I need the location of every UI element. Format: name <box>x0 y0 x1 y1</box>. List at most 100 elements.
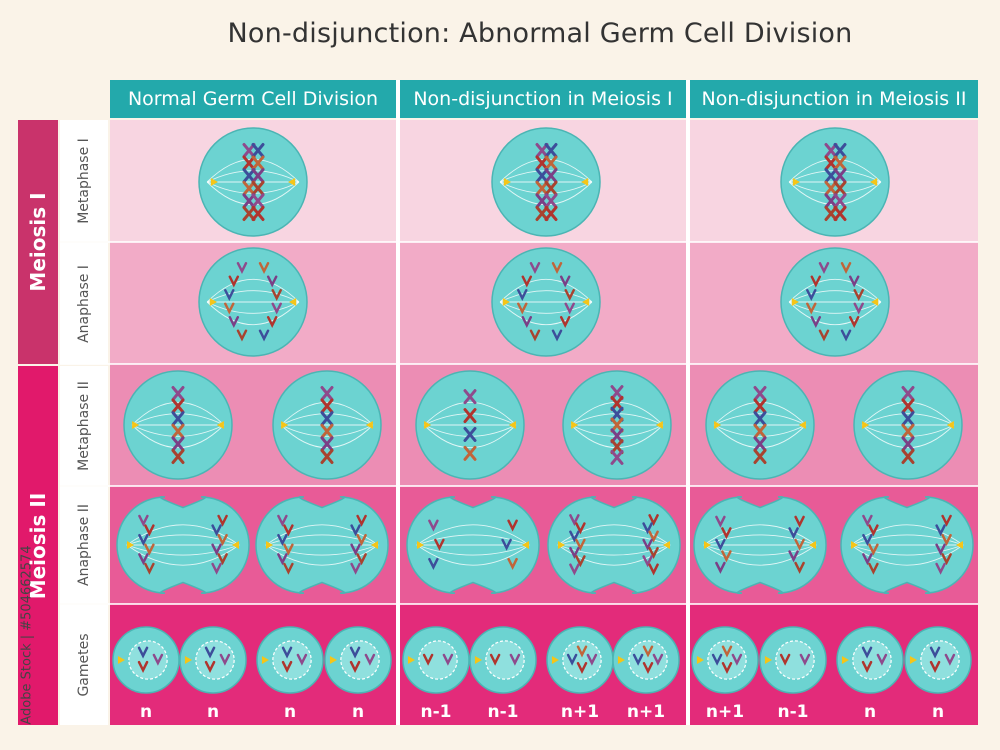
chromatid <box>228 316 240 329</box>
chromatid <box>349 646 361 659</box>
centrosome <box>956 541 963 549</box>
chromatid <box>569 563 580 576</box>
chromatid <box>794 561 805 574</box>
chromatid <box>711 653 723 666</box>
chromatid <box>861 646 873 659</box>
spindle-fiber <box>557 534 671 546</box>
chromosome <box>833 180 847 196</box>
spindle-fiber <box>861 402 955 426</box>
centrosome <box>365 421 373 429</box>
chromatid <box>217 553 228 566</box>
gamete-label: n <box>206 702 220 722</box>
centrosome <box>663 541 670 549</box>
chromatid <box>428 519 439 532</box>
spindle-fiber <box>416 544 530 566</box>
chromosome <box>610 385 624 401</box>
spindle-fiber <box>416 534 530 546</box>
centrosome <box>184 656 192 664</box>
chromatid <box>349 660 361 673</box>
spindle-fiber <box>850 544 964 566</box>
spindle-fiber <box>280 413 374 426</box>
chromosome <box>320 411 334 427</box>
row-divider <box>60 363 978 365</box>
spindle-fiber <box>280 424 374 437</box>
spindle-fiber <box>703 524 817 546</box>
centrosome <box>232 541 239 549</box>
chromosome <box>610 417 624 433</box>
chromosome <box>463 389 477 405</box>
chromosome <box>610 439 624 455</box>
chromosome <box>753 436 767 452</box>
centrosome <box>696 656 704 664</box>
chromatid <box>266 316 278 329</box>
chromatid <box>144 524 155 537</box>
chromatid <box>138 514 149 527</box>
spindle-fiber <box>416 524 530 546</box>
spindle-fiber <box>713 424 807 437</box>
centrosome <box>558 541 565 549</box>
meiosis-1-band: Meiosis I <box>18 120 58 364</box>
chromatid <box>648 530 659 543</box>
chromosome <box>901 449 915 464</box>
nucleus <box>485 640 525 680</box>
chromatid <box>211 543 222 556</box>
centrosome <box>209 298 217 306</box>
gamete-label: n <box>931 702 945 722</box>
spindle-fiber <box>861 424 955 448</box>
centrosome <box>417 541 424 549</box>
spindle-fiber <box>423 402 517 426</box>
chromosome <box>824 168 838 184</box>
chromatid <box>810 275 822 288</box>
centrosome <box>266 541 273 549</box>
chromosome <box>463 445 477 461</box>
row-gametes-band <box>110 604 978 725</box>
nucleus <box>128 640 168 680</box>
chromatid <box>794 538 805 551</box>
spindle-fiber <box>131 424 225 437</box>
chromosome <box>463 426 477 442</box>
spindle-fiber <box>126 544 240 566</box>
spindle-fiber <box>206 290 300 303</box>
row-divider <box>60 485 978 487</box>
row-metaphase-2-band <box>110 364 978 486</box>
chromatid <box>501 538 512 551</box>
centrosome <box>581 178 589 186</box>
centrosome <box>281 421 289 429</box>
chromatid <box>228 275 240 288</box>
chromosome <box>544 155 558 171</box>
phase-anaphase-2: Anaphase II <box>60 487 108 603</box>
chromatid <box>138 553 149 566</box>
spindle-fiber <box>850 544 964 556</box>
chromatid <box>137 646 149 659</box>
chromatid <box>935 524 946 537</box>
chromosome <box>753 423 767 439</box>
chromatid <box>507 557 518 570</box>
nucleus <box>195 640 235 680</box>
chromatid <box>138 533 149 546</box>
chromatid <box>144 562 155 575</box>
chromatid <box>576 645 588 658</box>
chromatid <box>350 543 361 556</box>
chromatid <box>224 289 235 302</box>
nucleus <box>775 640 815 680</box>
meiosis-2-band: Meiosis II <box>18 366 58 725</box>
chromosome <box>901 411 915 427</box>
centrosome <box>798 421 806 429</box>
chromatid <box>862 533 873 546</box>
chromatid <box>648 514 659 527</box>
centrosome <box>871 298 879 306</box>
spindle-fiber <box>131 424 225 448</box>
chromatid <box>799 653 811 666</box>
chromatid <box>217 533 228 546</box>
chromatid <box>428 557 439 570</box>
chromatid <box>529 262 541 275</box>
centrosome <box>522 541 529 549</box>
chromatid <box>642 645 654 658</box>
chromatid <box>840 329 852 342</box>
chromatid <box>277 553 288 566</box>
chromosome <box>833 143 847 158</box>
gamete-label: n <box>283 702 297 722</box>
centrosome <box>329 656 337 664</box>
centrosome <box>210 178 218 186</box>
